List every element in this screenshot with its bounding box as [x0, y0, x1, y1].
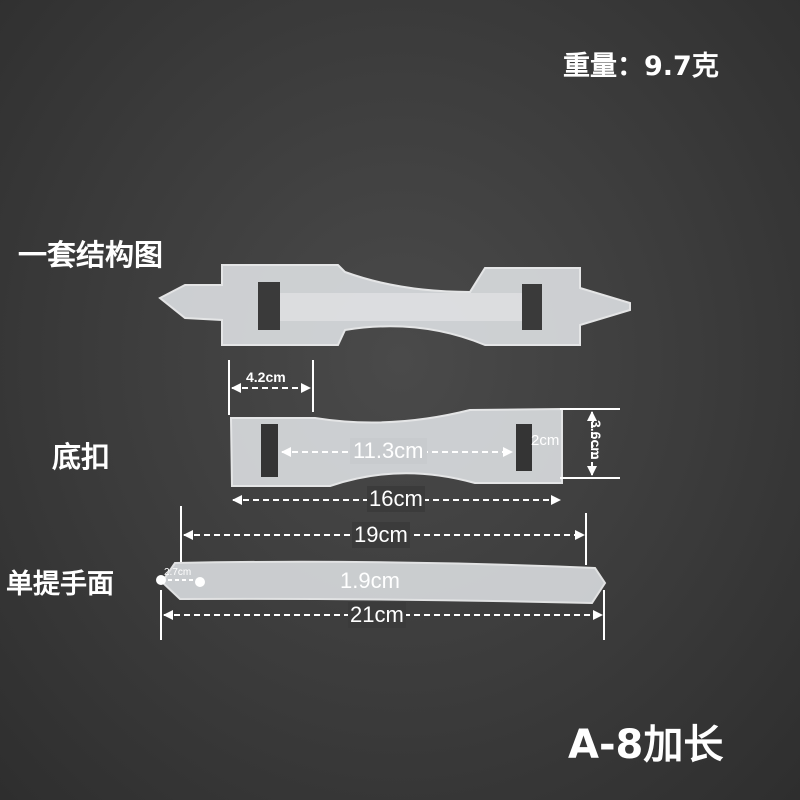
weight-label: 重量：9.7克	[563, 51, 719, 82]
dim-handle-end-width: 2.7cm	[164, 567, 192, 578]
dim-handle-inner-length: 19cm	[352, 522, 410, 548]
dim-buckle-height: 3.6cm	[588, 420, 604, 460]
handle-image	[160, 560, 607, 605]
assembly-label: 一套结构图	[18, 238, 164, 272]
model-label: A-8加长	[568, 722, 724, 768]
assembled-handle-image	[158, 264, 631, 346]
dim-slot-height: 2cm	[531, 432, 560, 449]
dim-buckle-length: 16cm	[367, 486, 425, 512]
dim-handle-length: 21cm	[348, 602, 406, 628]
dim-handle-width: 1.9cm	[340, 568, 400, 593]
dim-slot-spacing: 11.3cm	[350, 438, 427, 464]
handle-label: 单提手面	[6, 569, 114, 600]
dim-buckle-end-width: 4.2cm	[246, 369, 286, 385]
buckle-label: 底扣	[52, 440, 111, 474]
